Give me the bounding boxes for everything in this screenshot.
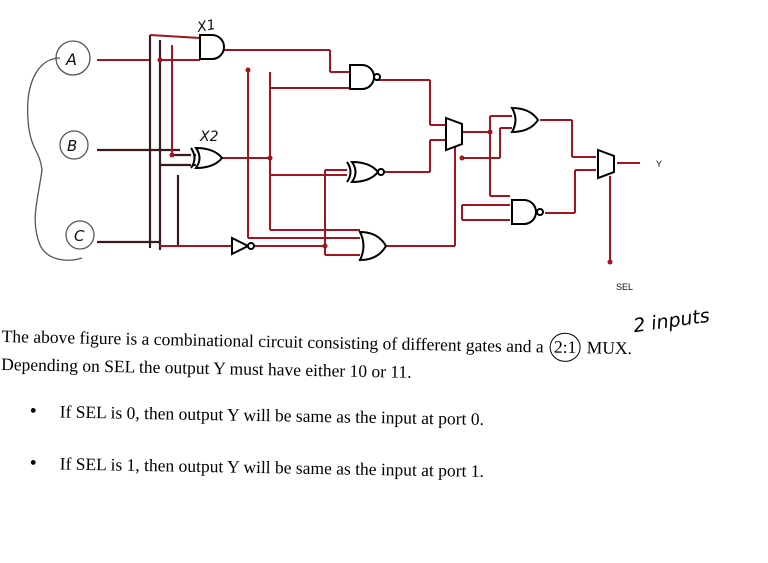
input-a: A: [55, 40, 91, 76]
para-line1-start: The above figure is a combinational circ…: [1, 325, 544, 357]
para-line2: Depending on SEL the output Y must have …: [1, 353, 412, 382]
list-item: If SEL is 0, then output Y will be same …: [29, 395, 489, 435]
gate-or-upper-right: [510, 106, 540, 134]
input-group-outline: [26, 57, 83, 261]
gate-or-bottom: [358, 230, 388, 262]
condition-list: If SEL is 0, then output Y will be same …: [30, 395, 490, 499]
gate-label-x1: X1: [195, 17, 217, 36]
select-label: SEL: [616, 282, 633, 292]
input-c-circle: [65, 220, 95, 250]
gate-x1-and: [199, 34, 225, 60]
junction-dots: [157, 57, 613, 265]
gate-not: [231, 236, 255, 256]
circuit-diagram: A B C: [26, 17, 662, 292]
input-b: B: [59, 130, 89, 160]
gate-nand-top: [349, 64, 381, 90]
gate-label-x2: X2: [199, 129, 219, 145]
input-b-circle: [59, 130, 89, 160]
mux-final: [597, 148, 615, 180]
output-label: Y: [656, 159, 662, 169]
input-c-label: C: [74, 227, 85, 245]
input-b-label: B: [67, 137, 77, 155]
para-line1-end: MUX.: [586, 337, 633, 359]
wires: [97, 34, 640, 262]
mux-ratio: 2:1: [549, 332, 581, 363]
mux-1: [445, 116, 463, 152]
input-c: C: [65, 220, 95, 250]
input-a-circle: [55, 40, 91, 76]
gate-x2-xor: [190, 146, 224, 170]
gate-xnor-mid: [346, 160, 385, 184]
handwritten-note: 2 inputs: [631, 304, 712, 338]
list-item: If SEL is 1, then output Y will be same …: [29, 447, 489, 487]
input-a-label: A: [65, 50, 77, 69]
gate-nand-lower-right: [511, 199, 544, 225]
